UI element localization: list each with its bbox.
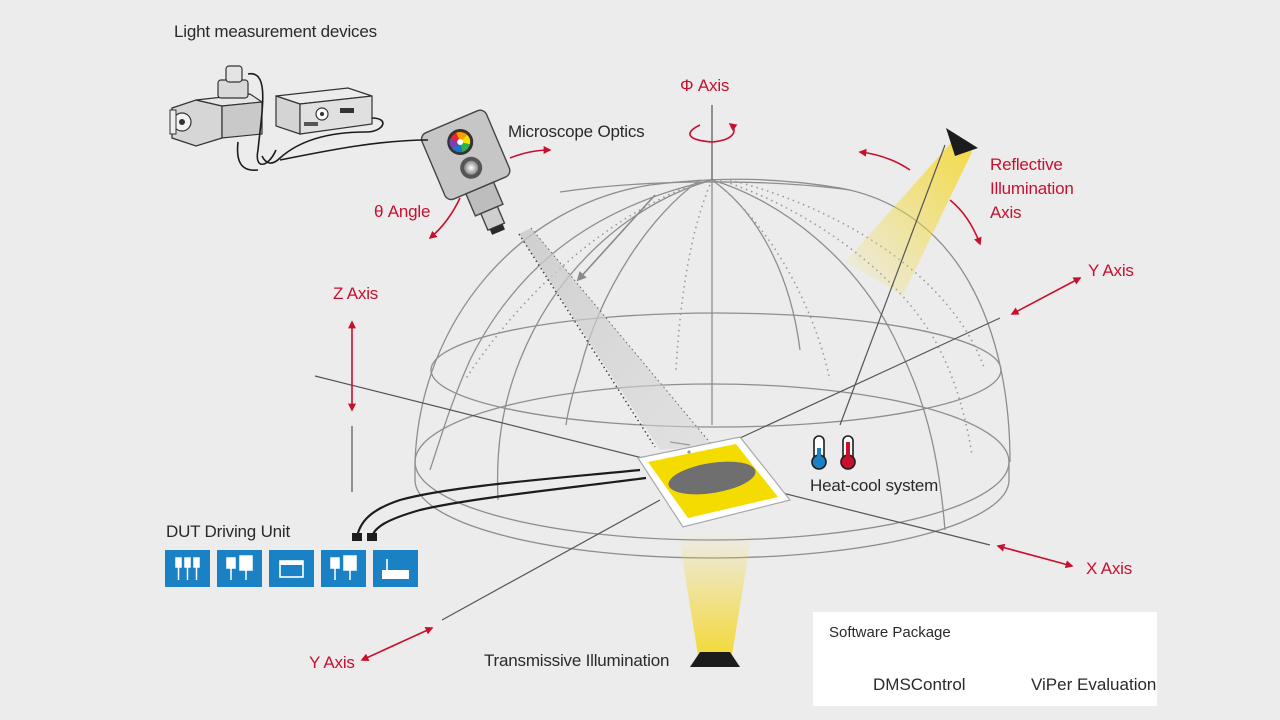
viper-evaluation-label: ViPer Evaluation — [1031, 675, 1157, 694]
dome-dotted-meridians — [464, 179, 986, 456]
microscope-beam — [519, 228, 712, 450]
phi-axis-label: Φ Axis — [680, 76, 730, 95]
router-icon — [373, 550, 418, 587]
theta-angle-label: θ Angle — [374, 202, 431, 221]
y-axis-right-label: Y Axis — [1088, 261, 1134, 280]
cool-thermometer-icon — [811, 435, 827, 470]
hot-thermometer-icon — [840, 435, 856, 470]
reflective-lamp-icon — [946, 128, 978, 156]
y-axis-left-label: Y Axis — [309, 653, 355, 672]
reflective-label-line2: Illumination — [990, 179, 1074, 198]
motion-arrows — [348, 123, 1082, 661]
dut-driving-unit-label: DUT Driving Unit — [166, 522, 291, 541]
transmissive-lamp-icon — [690, 652, 740, 667]
microscope-optics-device — [420, 109, 511, 235]
software-package-title: Software Package — [829, 624, 951, 641]
reflective-beam — [845, 135, 972, 295]
reflective-label-line1: Reflective — [990, 155, 1063, 174]
av-connector-icon — [165, 550, 210, 587]
transmissive-beam — [678, 532, 752, 655]
dut-cable — [355, 468, 647, 538]
light-devices-label: Light measurement devices — [174, 22, 377, 41]
heat-cool-label: Heat-cool system — [810, 476, 939, 495]
software-package-box: Software Package DMSControl ViPer Evalua… — [813, 612, 1157, 706]
usb-vga-connector-icon — [217, 550, 262, 587]
usb-vga-connector-icon — [321, 550, 366, 587]
x-axis-label: X Axis — [1086, 559, 1133, 578]
coordinate-axes — [314, 105, 1001, 621]
z-axis-label: Z Axis — [333, 284, 379, 303]
window-icon — [269, 550, 314, 587]
reflective-label-line3: Axis — [990, 203, 1022, 222]
dut-tablet — [637, 436, 792, 528]
microscope-optics-label: Microscope Optics — [508, 122, 645, 141]
dmscontrol-label: DMSControl — [873, 675, 966, 694]
light-measurement-devices — [169, 65, 429, 171]
transmissive-label: Transmissive Illumination — [484, 651, 670, 670]
